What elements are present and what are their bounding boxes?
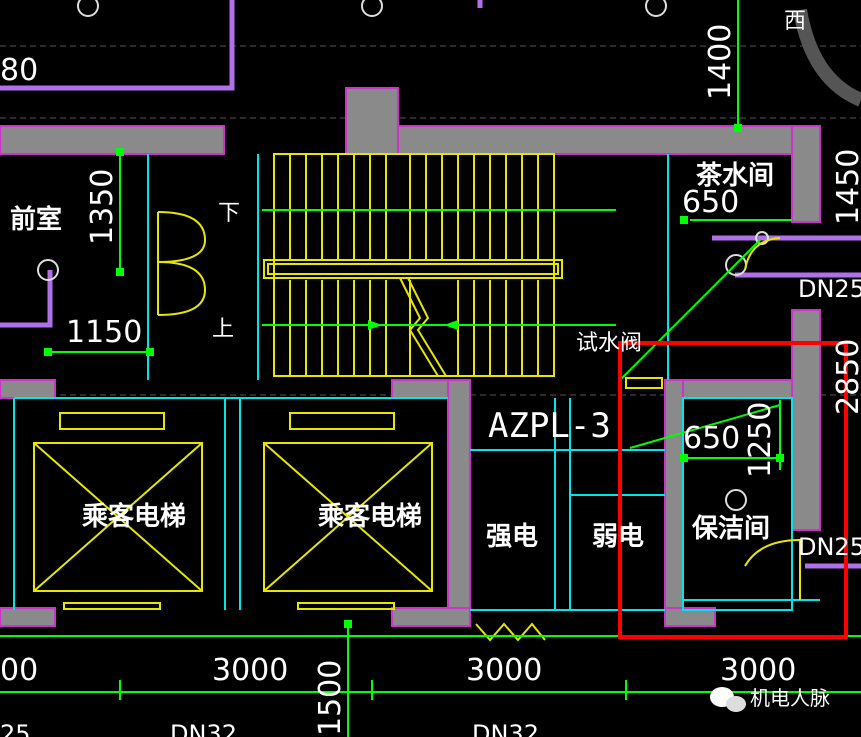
dim-1500: 1500: [313, 660, 348, 736]
dim-3000-2: 3000: [466, 653, 542, 688]
room-cleaning: 保洁间: [691, 514, 770, 544]
pipe-dn32-mid: DN32: [472, 720, 539, 737]
cyan-outlines: [13, 154, 820, 611]
dim-2850: 2850: [831, 339, 861, 415]
dim-1250: 1250: [743, 402, 778, 478]
flow-arrows: [368, 320, 458, 330]
dim-3000-3: 3000: [720, 653, 796, 688]
dim-3000-1: 3000: [212, 653, 288, 688]
pipe-dn25-left: 25: [0, 720, 31, 737]
walls: [0, 87, 821, 627]
room-elevator-left: 乘客电梯: [81, 501, 186, 532]
highlight-box: [618, 341, 848, 639]
dim-1400: 1400: [703, 24, 738, 100]
room-antechamber: 前室: [10, 204, 62, 235]
dim-650-top: 650: [682, 185, 739, 220]
curved-wall: [793, 8, 861, 107]
room-elevator-right: 乘客电梯: [317, 501, 422, 532]
room-weak-power: 弱电: [592, 522, 644, 552]
doors: [157, 211, 801, 600]
pipe-dn32-left: DN32: [170, 720, 237, 737]
grid-markers: [37, 0, 769, 511]
elevator-cars: [33, 412, 546, 642]
room-tea: 茶水间: [696, 161, 774, 191]
pipe-lines: [0, 0, 861, 569]
test-valve-label: 试水阀: [576, 331, 642, 356]
watermark: 机电人脉: [710, 686, 830, 712]
watermark-text: 机电人脉: [750, 686, 830, 710]
dim-00-left: 00: [0, 653, 38, 688]
panel-label: AZPL-3: [488, 406, 611, 446]
room-strong-power: 强电: [486, 522, 538, 552]
pipe-dn25-lower: DN25: [798, 533, 861, 561]
stair-down-label: 下: [218, 201, 240, 226]
dim-1450: 1450: [831, 149, 861, 225]
pipe-dn25-upper: DN25: [798, 275, 861, 303]
dim-1350: 1350: [85, 169, 120, 245]
dim-650-clean: 650: [683, 421, 740, 456]
dim-1150: 1150: [66, 315, 142, 350]
stair-up-label: 上: [212, 317, 234, 342]
dimension-ticks: [44, 124, 784, 628]
wechat-icon: [710, 687, 746, 712]
dim-80-top: 80: [0, 53, 38, 88]
west-label: 西: [784, 9, 806, 34]
